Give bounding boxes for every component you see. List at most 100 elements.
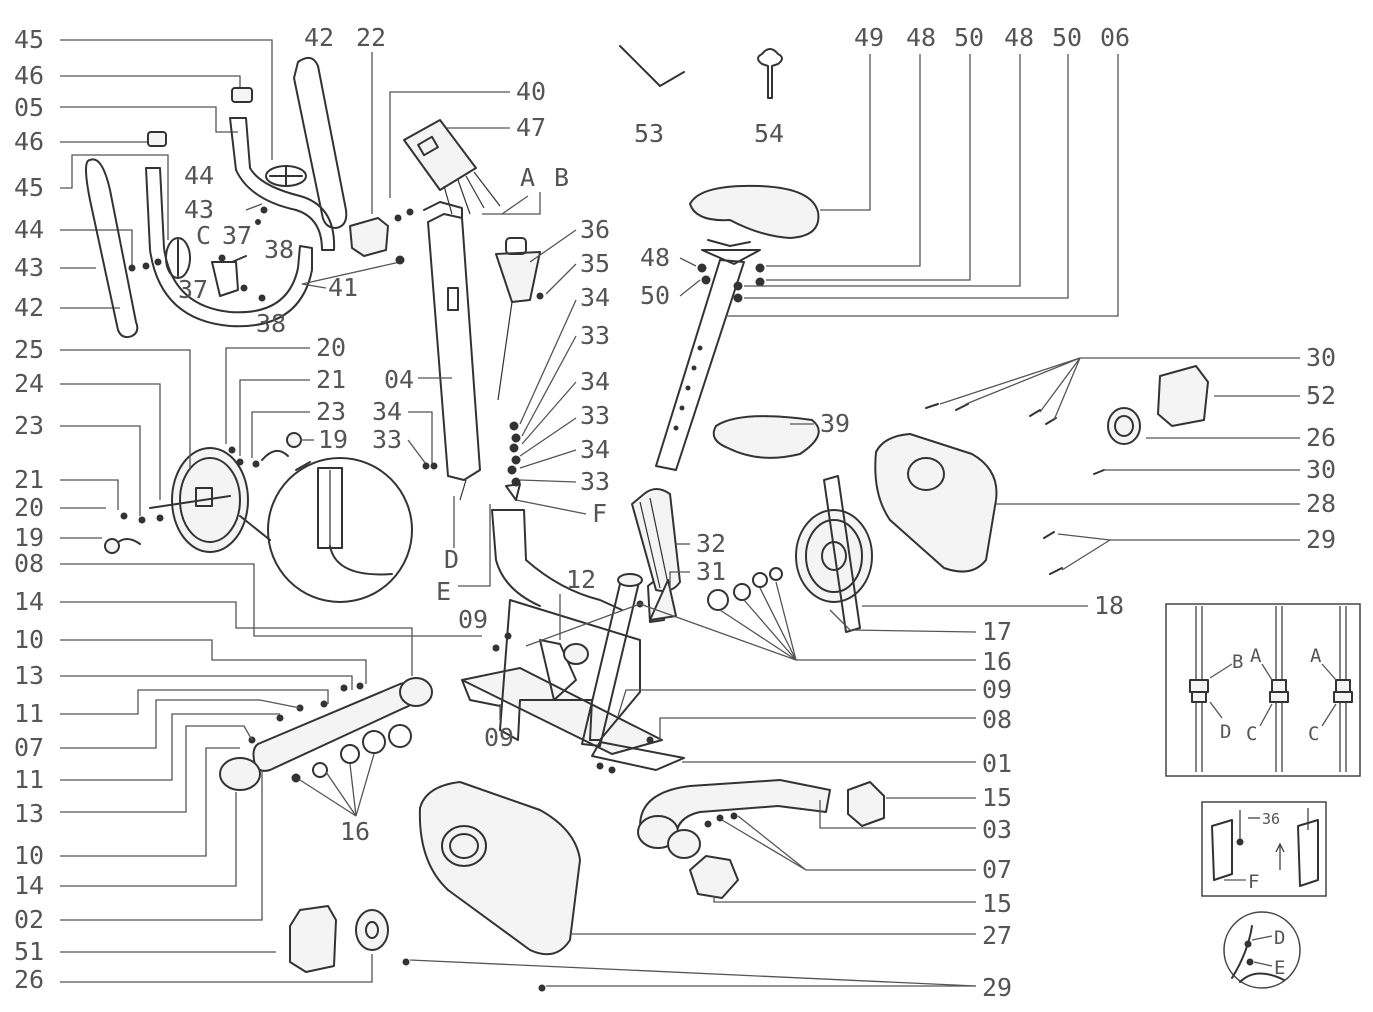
label-37: 37 — [178, 275, 208, 304]
label-10: 10 — [14, 625, 44, 654]
label-19: 19 — [14, 523, 44, 552]
detail-label-c: C — [1246, 723, 1257, 745]
chain-cover-28 — [874, 433, 998, 573]
label-34: 34 — [372, 397, 402, 426]
label-11: 11 — [14, 765, 44, 794]
label-14: 14 — [14, 871, 44, 900]
frame-labels: 09 12 09 — [458, 565, 596, 752]
label-51: 51 — [14, 937, 44, 966]
label-38: 38 — [264, 235, 294, 264]
label-35: 35 — [580, 249, 610, 278]
end-cap-15 — [689, 855, 739, 899]
label-30: 30 — [1306, 455, 1336, 484]
label-34: 34 — [580, 283, 610, 312]
detail-label-d: D — [1220, 721, 1231, 743]
label-15: 15 — [982, 889, 1012, 918]
lower-left-leaders — [60, 563, 482, 983]
label-09: 09 — [458, 605, 488, 634]
label-31: 31 — [696, 557, 726, 586]
label-29: 29 — [982, 973, 1012, 1002]
label-d: D — [444, 545, 459, 574]
flywheel-assembly — [104, 432, 302, 554]
magnified-detail — [239, 457, 413, 603]
label-36: 36 — [580, 215, 610, 244]
label-f: F — [592, 499, 607, 528]
label-22: 22 — [356, 23, 386, 52]
seat-leaders — [679, 54, 1119, 317]
handlebar-assembly — [85, 56, 348, 339]
label-07: 07 — [14, 733, 44, 762]
label-48: 48 — [1004, 23, 1034, 52]
label-34: 34 — [580, 367, 610, 396]
label-47: 47 — [516, 113, 546, 142]
label-33: 33 — [580, 467, 610, 496]
label-29: 29 — [1306, 525, 1336, 554]
label-05: 05 — [14, 93, 44, 122]
label-34: 34 — [580, 435, 610, 464]
lower-left-labels: 08 14 10 13 11 07 11 13 10 14 02 51 26 1… — [14, 549, 370, 994]
cap-52 — [1157, 365, 1209, 427]
front-stabiliser — [219, 677, 433, 791]
handlebar-labels: 45 46 05 46 45 44 43 42 — [14, 25, 44, 322]
label-e: E — [436, 577, 451, 606]
label-20: 20 — [14, 493, 44, 522]
label-07: 07 — [982, 855, 1012, 884]
right-labels: 30 52 26 30 28 29 39 32 31 18 17 16 09 0… — [696, 343, 1336, 1002]
label-41: 41 — [328, 273, 358, 302]
label-02: 02 — [14, 905, 44, 934]
label-21: 21 — [14, 465, 44, 494]
label-46: 46 — [14, 61, 44, 90]
post-bolts — [505, 421, 521, 501]
label-50: 50 — [640, 281, 670, 310]
detail-label-a: A — [1310, 645, 1322, 667]
label-52: 52 — [1306, 381, 1336, 410]
cover-22 — [349, 217, 389, 257]
detail-label-e: E — [1274, 957, 1285, 979]
right-leaders — [409, 357, 1300, 987]
console-47 — [394, 119, 501, 265]
label-08: 08 — [982, 705, 1012, 734]
detail-label-f: F — [1248, 871, 1259, 893]
label-39: 39 — [820, 409, 850, 438]
label-08: 08 — [14, 549, 44, 578]
end-cap-15 — [847, 781, 885, 827]
handlebar-leaders — [60, 39, 273, 309]
label-20: 20 — [316, 333, 346, 362]
detail-box-tension-cable: 36 F — [1201, 801, 1327, 897]
mast-04 — [423, 201, 481, 501]
flywheel-labels: 25 24 23 21 20 19 20 21 23 19 — [14, 333, 348, 552]
label-23: 23 — [316, 397, 346, 426]
label-11: 11 — [14, 699, 44, 728]
label-26: 26 — [14, 965, 44, 994]
label-48: 48 — [640, 243, 670, 272]
label-25: 25 — [14, 335, 44, 364]
label-43: 43 — [14, 253, 44, 282]
foam-grip-32 — [631, 488, 681, 592]
label-16: 16 — [982, 647, 1012, 676]
label-53: 53 — [634, 119, 664, 148]
label-44: 44 — [14, 215, 44, 244]
label-04: 04 — [384, 365, 414, 394]
label-01: 01 — [982, 749, 1012, 778]
label-48: 48 — [906, 23, 936, 52]
bearing-26 — [1107, 407, 1141, 445]
label-19: 19 — [318, 425, 348, 454]
pulley — [707, 475, 873, 633]
label-13: 13 — [14, 799, 44, 828]
detail-label-a: A — [1250, 645, 1262, 667]
label-b: B — [554, 163, 569, 192]
label-37: 37 — [222, 221, 252, 250]
label-28: 28 — [1306, 489, 1336, 518]
label-09: 09 — [484, 723, 514, 752]
label-32: 32 — [696, 529, 726, 558]
frame-leaders — [499, 594, 561, 720]
label-44: 44 — [184, 161, 214, 190]
belt-39 — [712, 415, 820, 459]
label-42: 42 — [14, 293, 44, 322]
label-43: 43 — [184, 195, 214, 224]
label-09: 09 — [982, 675, 1012, 704]
label-03: 03 — [982, 815, 1012, 844]
tension-knob-36 — [495, 237, 544, 401]
